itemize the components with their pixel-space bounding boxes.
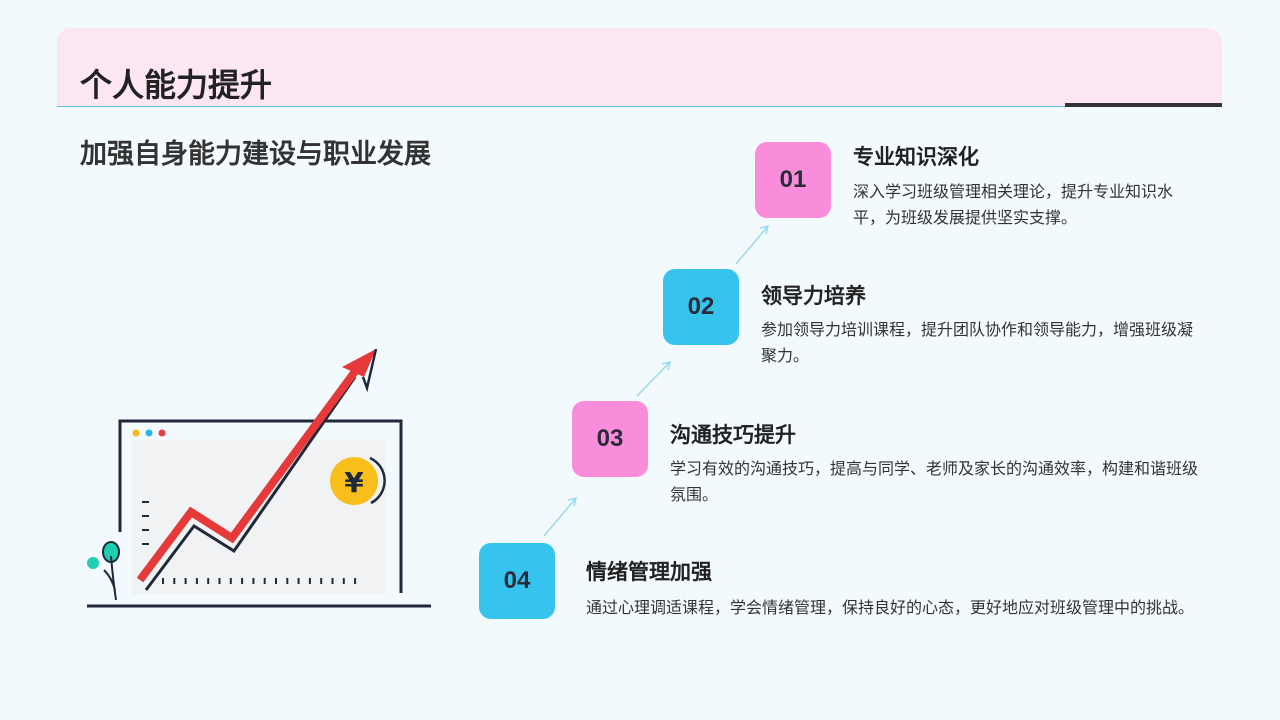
dot-icon	[132, 429, 140, 437]
step-badge-04: 04	[479, 543, 555, 619]
step-desc-02: 参加领导力培训课程，提升团队协作和领导能力，增强班级凝聚力。	[761, 320, 1194, 365]
step-badge-03: 03	[572, 401, 648, 477]
step-title-03: 沟通技巧提升	[670, 423, 796, 447]
step-desc-04: 通过心理调适课程，学会情绪管理，保持良好的心态，更好地应对班级管理中的挑战。	[586, 598, 1195, 617]
step-desc-01: 深入学习班级管理相关理论，提升专业知识水平，为班级发展提供坚实支撑。	[853, 182, 1174, 227]
plant-icon	[87, 557, 99, 569]
step-title-01: 专业知识深化	[853, 145, 979, 169]
dot-icon	[145, 429, 153, 437]
monitor-frame	[118, 419, 403, 593]
step-badge-02: 02	[663, 269, 739, 345]
step-desc-03: 学习有效的沟通技巧，提高与同学、老师及家长的沟通效率，构建和谐班级氛围。	[670, 459, 1199, 504]
header-accent-bar	[1065, 103, 1222, 107]
axis-ticks	[142, 501, 149, 545]
growth-arrow	[136, 359, 366, 583]
subtitle: 加强自身能力建设与职业发展	[80, 139, 431, 170]
yen-coin-icon	[330, 457, 378, 505]
yen-symbol: ¥	[344, 466, 364, 499]
connector-arrows	[543, 224, 770, 537]
step-badge-01: 01	[755, 142, 831, 218]
arrow-head	[342, 349, 376, 377]
dot-icon	[158, 429, 166, 437]
step-title-02: 领导力培养	[761, 284, 866, 308]
arrow-shadow	[144, 376, 357, 591]
page-title: 个人能力提升	[80, 66, 273, 104]
step-title-04: 情绪管理加强	[586, 560, 712, 584]
header-divider	[57, 106, 1065, 107]
header-band	[57, 28, 1222, 107]
